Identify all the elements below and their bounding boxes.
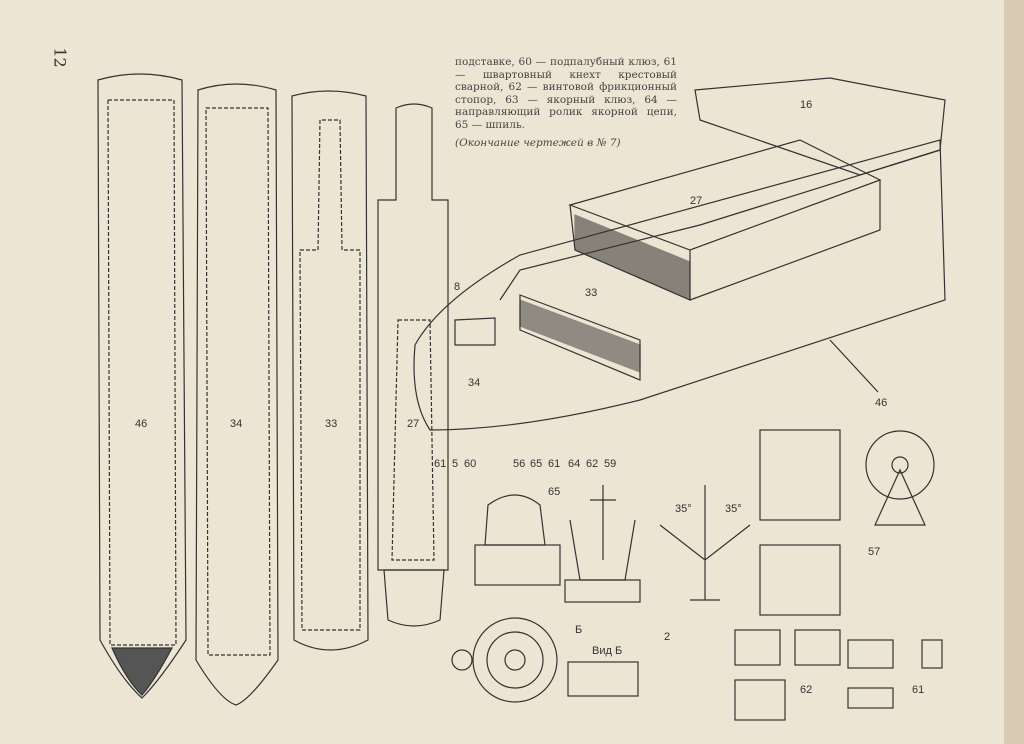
anchor-label: 2 xyxy=(664,631,670,643)
anchor-detail: Б Вид Б 2 35° 35° xyxy=(564,485,751,697)
deck-plan-label: 34 xyxy=(230,418,242,430)
ship-label: 33 xyxy=(585,287,597,299)
reel-label: 57 xyxy=(868,546,880,558)
ship-label: 46 xyxy=(875,397,887,409)
deck-plan-33: 33 xyxy=(291,90,369,651)
deck-plan-34: 34 xyxy=(195,83,279,706)
capstan-label: 65 xyxy=(548,486,560,498)
view-label: Вид Б xyxy=(592,645,622,657)
ship-label: 16 xyxy=(800,99,812,111)
deck-plan-label: 33 xyxy=(325,418,337,430)
callout-number: 5 xyxy=(452,458,458,470)
callouts: 61 5 60 56 65 61 64 62 59 xyxy=(434,458,616,470)
capstan-detail: 65 xyxy=(451,486,561,703)
reel-detail: 57 xyxy=(759,429,935,616)
ship-label: 27 xyxy=(690,195,702,207)
page-edge xyxy=(1004,0,1024,744)
deck-plan-46: 46 xyxy=(97,73,187,699)
view-marker: Б xyxy=(575,624,582,636)
caption-continuation: (Окончание чертежей в № 7) xyxy=(455,137,621,149)
callout-number: 60 xyxy=(464,458,476,470)
caption-text: подставке, 60 — подпалубный клюз, 61 — ш… xyxy=(455,56,677,131)
callout-number: 61 xyxy=(434,458,446,470)
ship-isometric: 16 27 33 34 8 46 xyxy=(413,77,946,431)
callout-number: 62 xyxy=(586,458,598,470)
callout-number: 56 xyxy=(513,458,525,470)
deck-plan-label: 46 xyxy=(135,418,147,430)
bollard-label: 61 xyxy=(912,684,924,696)
ship-label: 8 xyxy=(454,281,460,293)
deck-plan-label: 27 xyxy=(407,418,419,430)
stopper-label: 62 xyxy=(800,684,812,696)
callout-number: 64 xyxy=(568,458,580,470)
stopper-bollard-detail: 62 61 xyxy=(734,629,943,721)
figure-caption: подставке, 60 — подпалубный клюз, 61 — ш… xyxy=(455,56,677,150)
callout-number: 61 xyxy=(548,458,560,470)
ship-label: 34 xyxy=(468,377,480,389)
deck-plan-27: 27 xyxy=(377,103,449,627)
callout-number: 59 xyxy=(604,458,616,470)
angle-right-label: 35° xyxy=(725,503,742,515)
callout-number: 65 xyxy=(530,458,542,470)
angle-left-label: 35° xyxy=(675,503,692,515)
